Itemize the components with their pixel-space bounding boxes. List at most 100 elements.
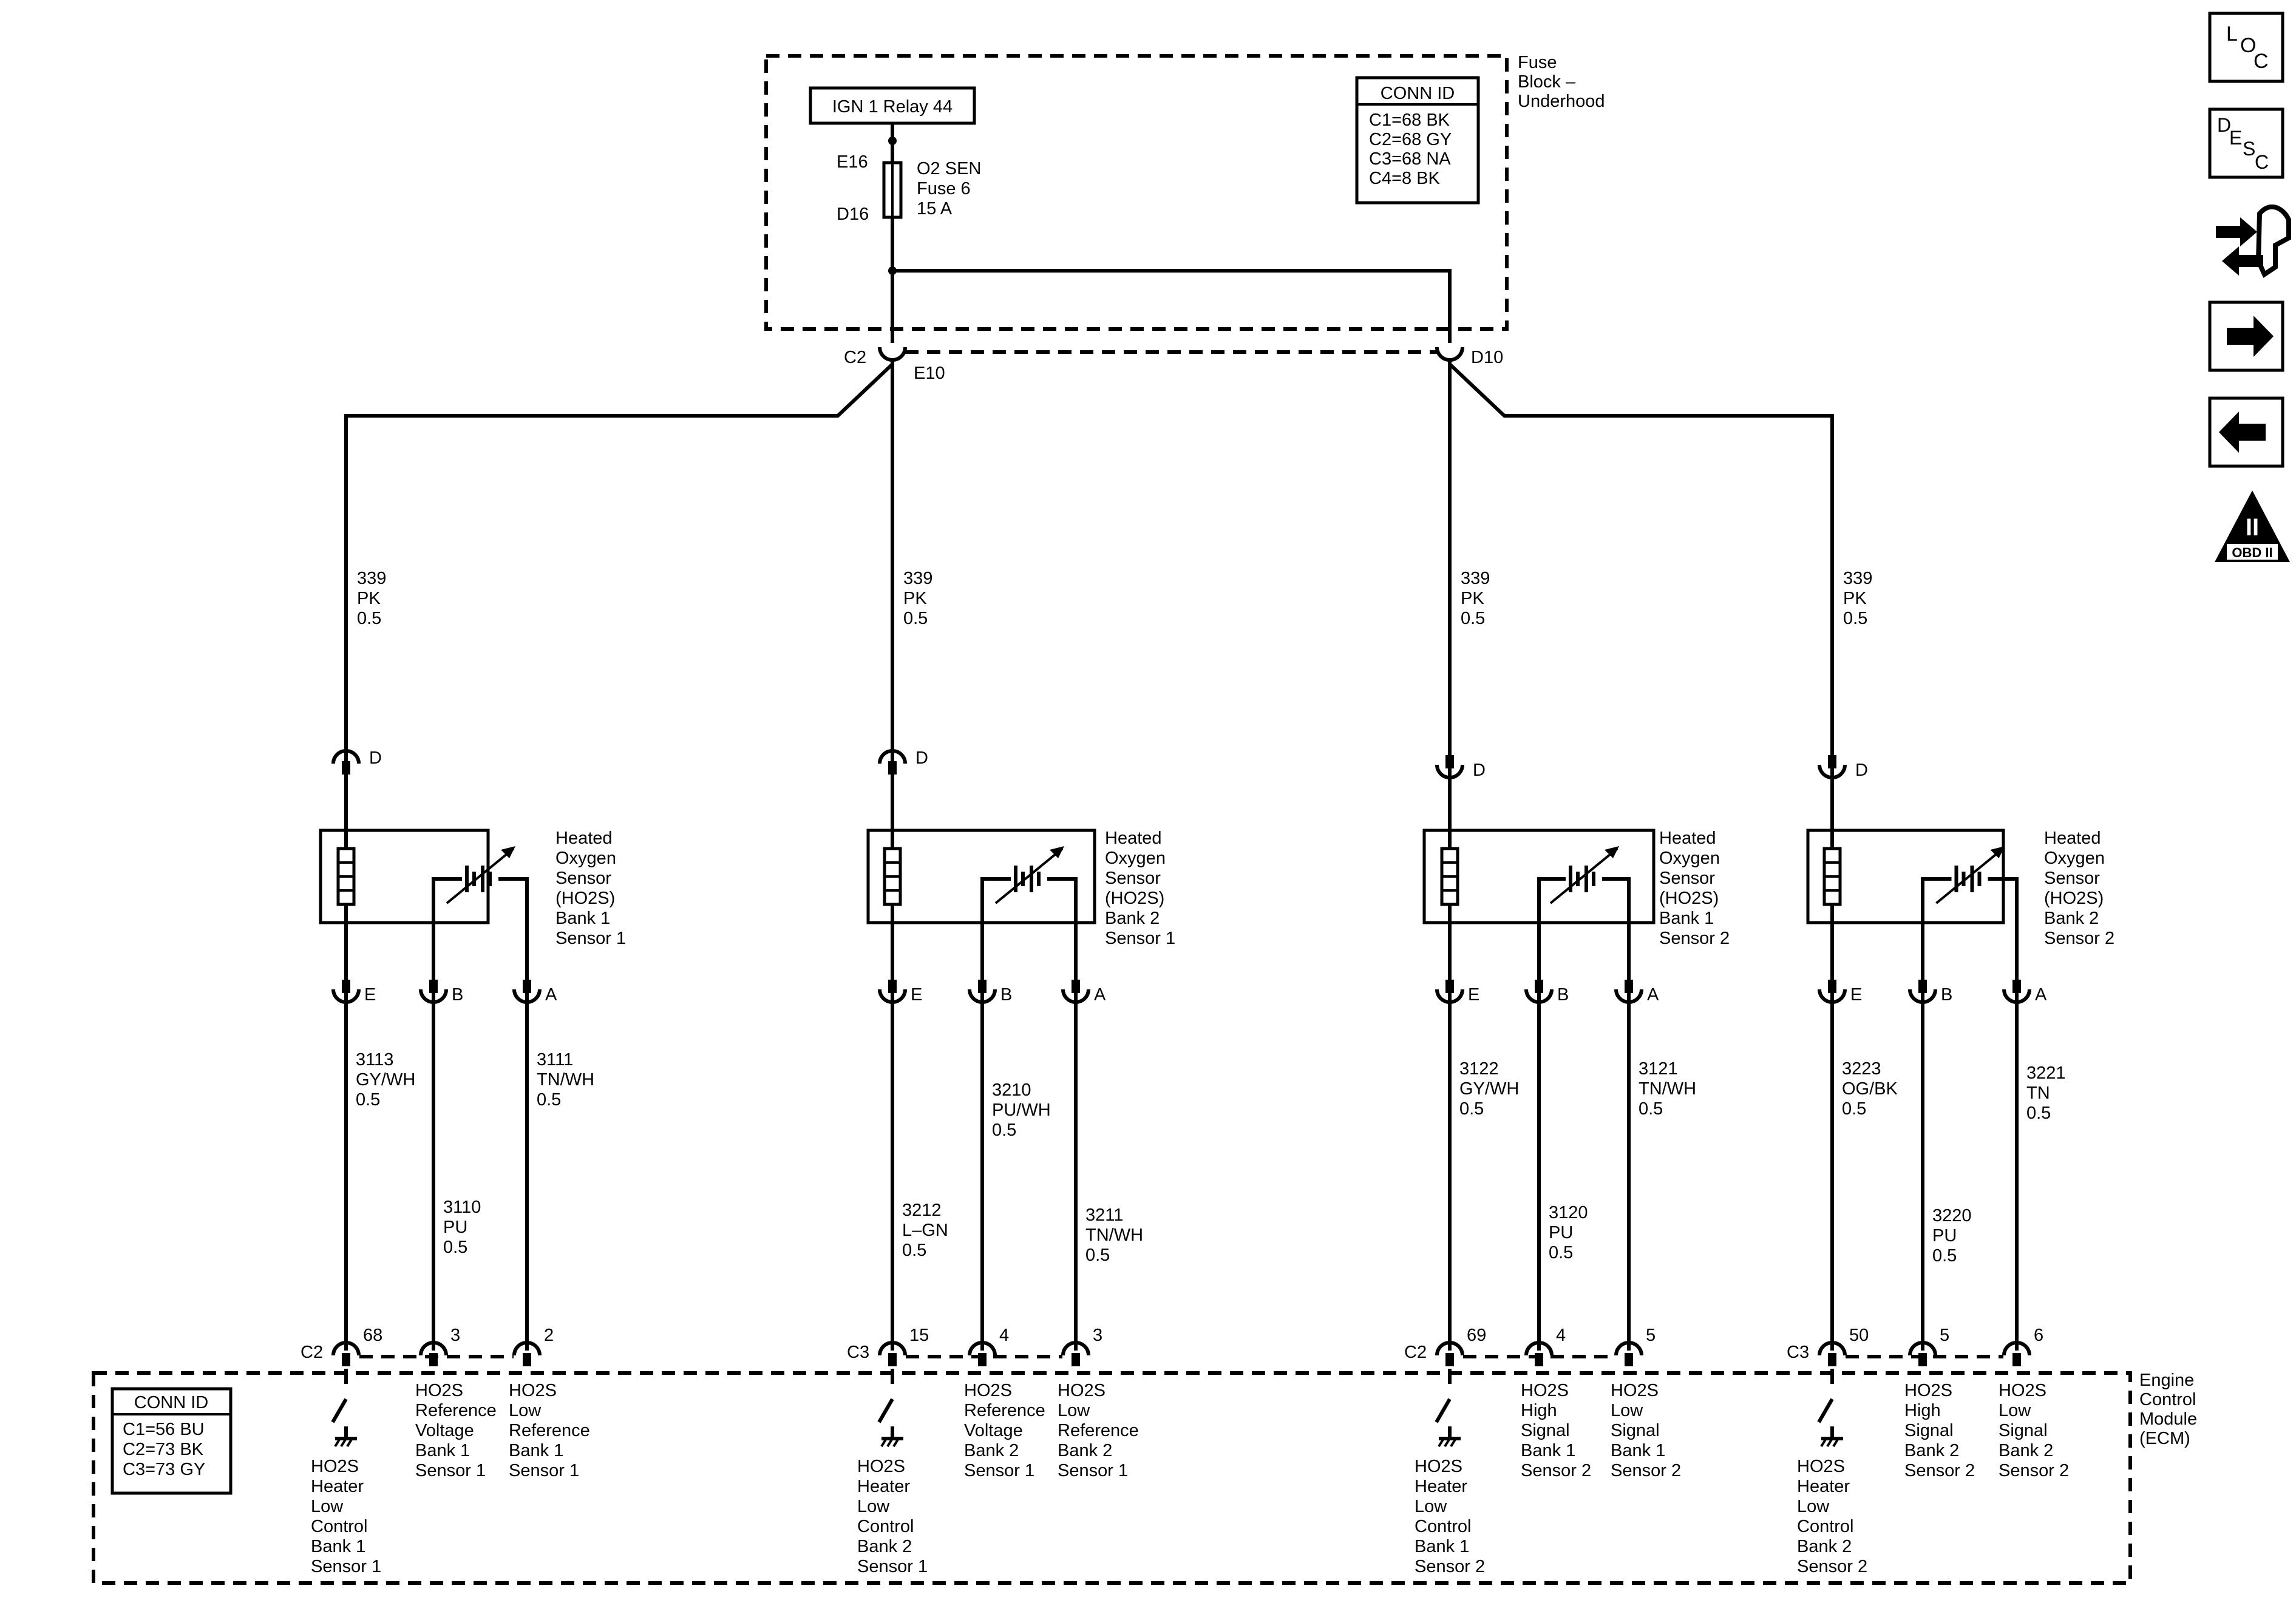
ecm-pin-description: Reference	[415, 1401, 497, 1420]
ecm-label: Module	[2139, 1409, 2197, 1429]
connector-pin-icon	[1614, 980, 1643, 1004]
ecm-pin-description: Sensor 2	[1521, 1461, 1591, 1480]
wire-label: 0.5	[537, 1090, 561, 1110]
ecm-pin-description: Low	[1999, 1401, 2031, 1420]
wire-label: 0.5	[357, 609, 381, 628]
sensor-name: Sensor	[555, 869, 611, 888]
connector-pin-icon	[1908, 980, 1937, 1004]
desc-letter: C	[2255, 151, 2269, 173]
connector-pin-icon	[968, 980, 997, 1004]
fuse-conn-id-row: C1=68 BK	[1369, 110, 1450, 130]
next-arrow-icon[interactable]	[2208, 300, 2284, 372]
ecm-pin-description: Sensor 1	[1058, 1461, 1128, 1480]
sensor-name: Bank 1	[555, 909, 610, 928]
sensor-name: Oxygen	[1105, 849, 1166, 868]
fuse-label: Fuse 6	[917, 179, 971, 198]
location-button-icon[interactable]: L O C	[2208, 12, 2284, 83]
ecm-pin-description: Sensor 2	[1999, 1461, 2069, 1480]
ecm-pin-label: 50	[1849, 1326, 1869, 1345]
sensor-name: (HO2S)	[555, 889, 615, 908]
wire-label: 3221	[2026, 1063, 2066, 1083]
ecm-pin-description: HO2S	[1521, 1381, 1569, 1400]
sensor-name: Oxygen	[2044, 849, 2105, 868]
ecm-pin-description: Bank 2	[1999, 1441, 2053, 1460]
wire-label: PK	[357, 589, 381, 608]
ecm-pin-description: Low	[1797, 1497, 1830, 1516]
ecm-pin-description: HO2S	[1904, 1381, 1952, 1400]
sensor-name: Sensor 1	[1105, 929, 1175, 948]
sensor-name: Bank 1	[1659, 909, 1714, 928]
ecm-pin-description: Voltage	[415, 1421, 474, 1440]
pin-label: E	[1468, 985, 1479, 1005]
fuse-conn-id-row: C4=8 BK	[1369, 169, 1441, 188]
wire-label: 3120	[1549, 1203, 1588, 1222]
pin-label: B	[1557, 985, 1569, 1005]
ecm-pin-description: Control	[857, 1517, 914, 1536]
previous-arrow-icon[interactable]	[2208, 396, 2284, 468]
ecm-label: Control	[2139, 1390, 2196, 1409]
wire-label: 339	[1461, 569, 1490, 588]
pin-label: D	[1473, 761, 1486, 780]
connector-pin-icon	[878, 1341, 907, 1366]
ecm-label: Engine	[2139, 1371, 2194, 1390]
wire-label: 3223	[1842, 1059, 1881, 1079]
wire-label: PU/WH	[992, 1100, 1051, 1120]
pin-label: E	[364, 985, 376, 1005]
wire-label: TN/WH	[1639, 1079, 1696, 1099]
ecm-conn-id-box	[110, 1387, 233, 1495]
desc-letter: D	[2217, 114, 2231, 136]
connector-pin-icon	[2002, 1341, 2031, 1366]
connector-pin-icon	[419, 980, 448, 1004]
fuse-block-label-2: Block –	[1518, 72, 1576, 92]
ecm-pin-description: HO2S	[1999, 1381, 2046, 1400]
ecm-pin-description: HO2S	[1611, 1381, 1659, 1400]
obd-mark: II	[2246, 514, 2259, 541]
ecm-pin-description: Reference	[1058, 1421, 1139, 1440]
pin-label: D	[915, 748, 928, 768]
loc-letter: C	[2254, 50, 2269, 73]
pin-label: A	[545, 985, 557, 1005]
sensor-name: Bank 2	[1105, 909, 1160, 928]
description-button-icon[interactable]: D E S C	[2208, 107, 2284, 179]
fuse-conn-id-title: CONN ID	[1381, 84, 1455, 103]
pin-label: A	[2035, 985, 2047, 1005]
sensor-name: Sensor 2	[1659, 929, 1730, 948]
ecm-pin-description: High	[1904, 1401, 1941, 1420]
wire-label: OG/BK	[1842, 1079, 1898, 1099]
connector-pin-icon	[1435, 1341, 1464, 1366]
ecm-conn-id-row: C3=73 GY	[123, 1460, 205, 1479]
ecm-pin-description: Reference	[509, 1421, 590, 1440]
pin-label: E	[911, 985, 922, 1005]
ecm-pin-description: HO2S	[1058, 1381, 1106, 1400]
ground-switch-icon	[331, 1369, 357, 1448]
ecm-pin-description: Bank 1	[1415, 1537, 1469, 1556]
connector-pin-icon	[1061, 980, 1090, 1004]
wire-label: PK	[903, 589, 927, 608]
obd-ii-icon[interactable]: II OBD II	[2215, 490, 2290, 562]
service-tool-icon[interactable]	[2216, 204, 2291, 278]
heater-element-icon	[336, 847, 356, 906]
wire-label: 0.5	[1085, 1246, 1110, 1265]
ecm-pin-description: Bank 1	[1521, 1441, 1575, 1460]
connector-pin-icon	[331, 1341, 361, 1366]
ecm-pin-label: 4	[1556, 1326, 1566, 1345]
variable-voltage-source-icon	[1537, 846, 1631, 923]
ecm-pin-description: Sensor 2	[1904, 1461, 1975, 1480]
ecm-pin-description: Bank 1	[415, 1441, 470, 1460]
pin-label: D10	[1471, 348, 1503, 367]
obd-label: OBD II	[2232, 545, 2272, 560]
ecm-pin-description: HO2S	[1797, 1457, 1845, 1476]
heater-element-icon	[1440, 847, 1459, 906]
wire-label: L–GN	[902, 1221, 948, 1240]
loc-letter: O	[2240, 34, 2256, 57]
wire-label: 3220	[1932, 1206, 1972, 1225]
connector-pin-icon	[1614, 1341, 1643, 1366]
desc-letter: E	[2229, 127, 2242, 149]
ecm-pin-label: 3	[450, 1326, 460, 1345]
connector-pin-icon	[1818, 755, 1847, 779]
ecm-conn-id-row: C1=56 BU	[123, 1420, 205, 1439]
